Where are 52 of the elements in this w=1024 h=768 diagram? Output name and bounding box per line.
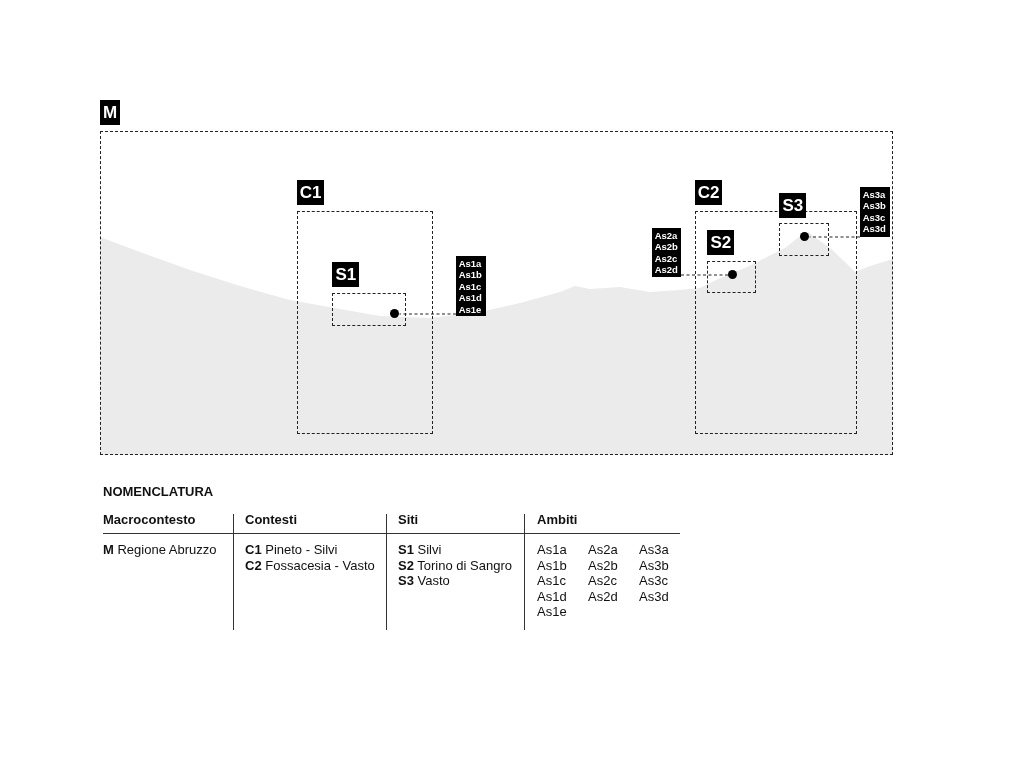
code-label: As2b xyxy=(654,241,678,253)
code-label: As2c xyxy=(654,252,678,265)
area-code-tag: S2 xyxy=(707,230,735,256)
table-cell-text: S1 Silvi xyxy=(398,542,442,558)
table-cell-text: As1e xyxy=(537,604,567,620)
table-cell-text: As1b xyxy=(537,557,567,573)
code-label: As1d xyxy=(458,292,483,304)
code-label: As3d xyxy=(862,223,887,235)
leader-line xyxy=(808,236,861,238)
column-header: Siti xyxy=(398,512,419,528)
code-label: As1b xyxy=(458,269,483,281)
column-header: Macrocontesto xyxy=(103,512,196,528)
code-list-box xyxy=(651,227,681,277)
table-cell-text: As1d xyxy=(537,588,567,604)
code-list-box xyxy=(859,186,890,237)
table-cell-text: As1a xyxy=(537,542,567,558)
table-cell-text: S2 Torino di Sangro xyxy=(398,557,512,573)
area-code-tag: M xyxy=(100,100,121,125)
table-cell-text: As2d xyxy=(588,588,618,604)
table-cell-text: M Regione Abruzzo xyxy=(103,542,217,558)
table-cell-text: C1 Pineto - Silvi xyxy=(245,542,338,558)
code-label: As3a xyxy=(862,188,887,201)
code-label: As1e xyxy=(458,303,483,316)
table-cell-text: As3d xyxy=(639,588,669,604)
column-header: Contesti xyxy=(245,512,297,528)
table-cell-text: As3a xyxy=(639,542,669,558)
code-list-box xyxy=(455,255,486,316)
area-code-tag: C1 xyxy=(296,179,325,205)
table-cell-text: As1c xyxy=(537,573,566,589)
table-cell-text: As2b xyxy=(588,557,618,573)
nomenclature-heading: NOMENCLATURA xyxy=(103,484,214,500)
leader-line xyxy=(680,274,730,276)
table-cell-text: C2 Fossacesia - Vasto xyxy=(245,557,375,573)
column-header: Ambiti xyxy=(537,512,578,528)
code-label: As2a xyxy=(654,229,678,242)
leader-line xyxy=(398,313,457,315)
code-label: As2d xyxy=(654,264,678,276)
code-label: As3c xyxy=(862,211,887,224)
code-label: As1c xyxy=(458,280,483,293)
location-dot xyxy=(727,269,737,279)
area-code-tag: S1 xyxy=(332,262,360,288)
area-code-tag: S3 xyxy=(779,193,807,219)
table-cell-text: As2a xyxy=(588,542,618,558)
area-code-tag: C2 xyxy=(694,179,723,205)
table-cell-text: As3b xyxy=(639,557,669,573)
code-label: As1a xyxy=(458,257,483,270)
table-cell-text: S3 Vasto xyxy=(398,573,450,589)
table-cell-text: As3c xyxy=(639,573,668,589)
location-dot xyxy=(389,308,399,318)
code-label: As3b xyxy=(862,200,887,212)
table-cell-text: As2c xyxy=(588,573,617,589)
location-dot xyxy=(799,231,809,241)
